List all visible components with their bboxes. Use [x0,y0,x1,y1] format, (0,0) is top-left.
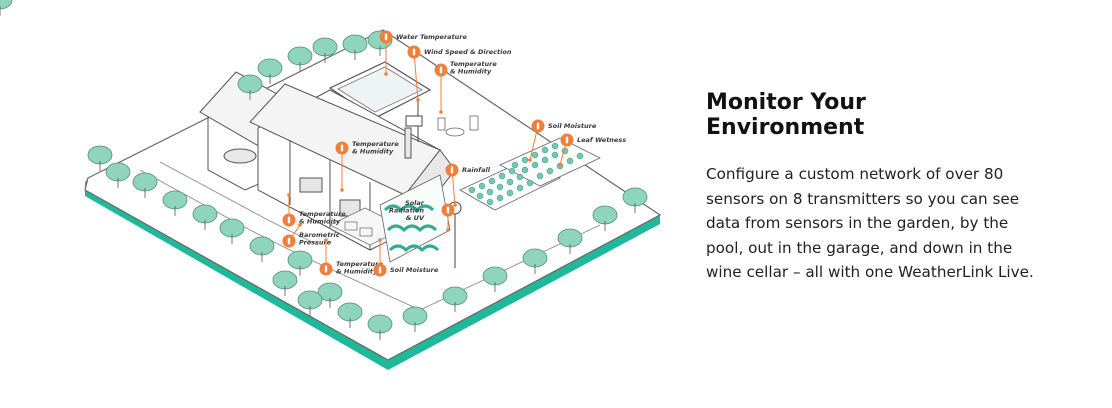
body-copy: Configure a custom network of over 80 se… [706,165,1034,281]
callout-temperature-humidity-cellar: Temperature& Humidity [319,238,383,276]
sensor-label-line: Wind Speed & Direction [424,48,512,56]
sensor-label: Temperature& Humidity [352,140,399,156]
leader-dot [287,193,291,197]
leader-dot [324,238,328,242]
leader-dot [528,158,532,162]
sensor-label: Soil Moisture [548,122,597,130]
sensor-label: Rainfall [462,166,491,174]
sensor-label-line: & Humidity [450,68,492,76]
leader-dot [378,238,382,242]
thermometer-icon-glyph [384,33,388,41]
anemometer-icon-glyph [412,48,416,56]
sensor-label-line: Leaf Wetness [577,136,626,144]
sensor-label-line: Temperature [336,260,383,268]
headline-line-2: Environment [706,115,865,140]
callout-soil-moisture-yard: Soil Moisture [373,238,439,277]
leader-dot [384,72,388,76]
sensor-label-line: & Humidity [299,218,341,226]
gauge-icon-glyph [287,237,291,245]
sensor-label-line: & Humidity [352,148,394,156]
sensor-label: Wind Speed & Direction [424,48,512,56]
sensor-label: Temperature& Humidity [450,60,497,76]
sensor-label-line: Pressure [299,239,332,247]
soil-icon-glyph [378,266,382,274]
leader-dot [439,110,443,114]
sensor-label-line: Solar [405,199,425,207]
leader-dot [340,188,344,192]
sensor-label: Temperature& Humidity [299,210,346,226]
thermometer-icon-glyph [340,144,344,152]
leader-line [413,51,419,101]
thermometer-icon-glyph [439,66,443,74]
sensor-label: Soil Moisture [390,266,439,274]
callout-rainfall: Rainfall [445,163,491,207]
sensor-label-line: Rainfall [462,166,491,174]
callout-temperature-humidity-outdoor: Temperature& Humidity [434,60,497,114]
leader-dot [298,223,302,227]
thermometer-icon-glyph [287,216,291,224]
leader-dot [416,98,420,102]
sensor-label-line: & Humidity [336,268,378,276]
callout-soil-moisture-garden: Soil Moisture [528,119,597,162]
soil-icon-glyph [536,122,540,130]
headline: Monitor Your Environment [706,90,1036,140]
sensor-label-line: Water Temperature [396,33,467,41]
thermometer-icon-glyph [324,265,328,273]
house [199,71,456,251]
sensor-label-line: Temperature [299,210,346,218]
sun-icon-glyph [446,206,450,214]
sensor-label-line: & UV [406,214,425,222]
leader-dot [558,163,562,167]
leader-dot [446,228,450,232]
patio-furniture [437,115,479,137]
sensor-label-line: Temperature [450,60,497,68]
callout-temperature-humidity-house: Temperature& Humidity [335,140,399,192]
callout-temperature-humidity-garage: Temperature& Humidity [282,193,346,227]
sensor-label: Leaf Wetness [577,136,626,144]
greenhouse [379,174,451,263]
sensor-label-line: Soil Moisture [390,266,439,274]
text-column: Monitor Your Environment Configure a cus… [706,90,1036,285]
callout-leaf-wetness: Leaf Wetness [558,133,626,167]
trees [0,0,648,341]
sensor-label-line: Radiation [389,207,424,215]
headline-line-1: Monitor Your [706,90,866,115]
sensor-label-line: Temperature [352,140,399,148]
leader-dot [453,203,457,207]
sensor-label: Temperature& Humidity [336,260,383,276]
sensor-label: Water Temperature [396,33,467,41]
sensor-label-line: Barometric [299,231,340,239]
garden-beds [459,137,601,211]
rain-icon-glyph [450,166,454,174]
leaf-icon-glyph [565,136,569,144]
callout-wind-speed-direction: Wind Speed & Direction [407,45,512,102]
callout-water-temperature: Water Temperature [379,30,467,76]
sensor-label-line: Soil Moisture [548,122,597,130]
